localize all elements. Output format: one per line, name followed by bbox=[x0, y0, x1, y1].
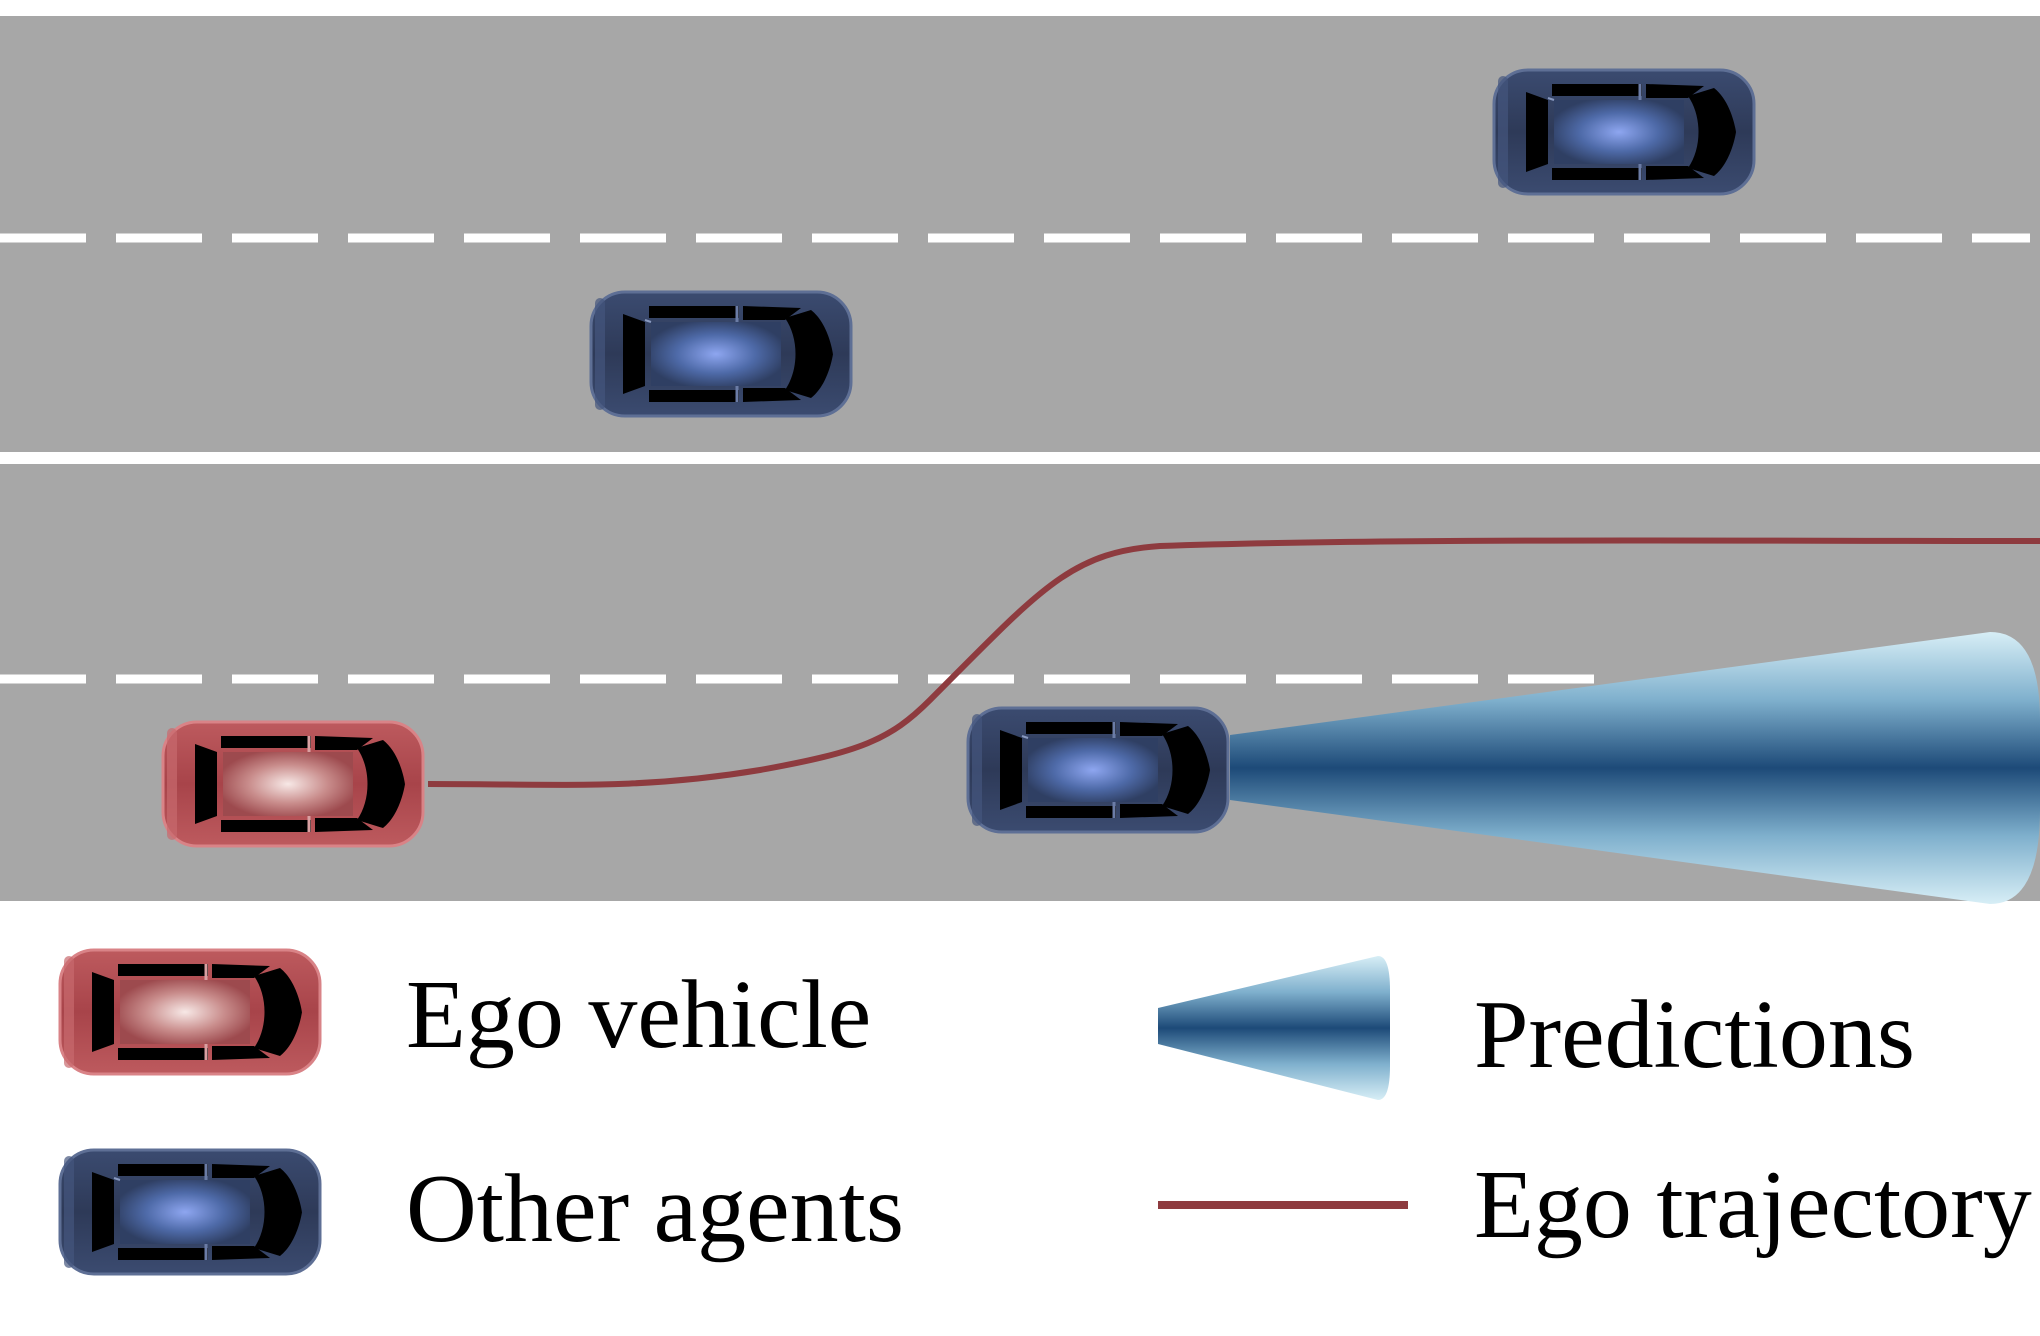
prediction-cone bbox=[1230, 632, 2040, 904]
agent-car bbox=[1492, 68, 1756, 196]
legend-ego-trajectory-label: Ego trajectory bbox=[1474, 1151, 2032, 1259]
legend-predictions-label: Predictions bbox=[1474, 981, 1915, 1089]
agent-car bbox=[966, 706, 1230, 834]
ego-car-icon bbox=[58, 948, 322, 1076]
ego-trajectory-path bbox=[427, 537, 2040, 788]
agent-car bbox=[589, 290, 853, 418]
prediction-cone-icon bbox=[1158, 956, 1390, 1100]
agent-car-icon bbox=[58, 1148, 322, 1276]
road-divider bbox=[0, 452, 2040, 464]
ego-car bbox=[161, 720, 425, 848]
legend-ego-vehicle-label: Ego vehicle bbox=[406, 961, 872, 1069]
legend-other-agents-label: Other agents bbox=[406, 1155, 904, 1263]
